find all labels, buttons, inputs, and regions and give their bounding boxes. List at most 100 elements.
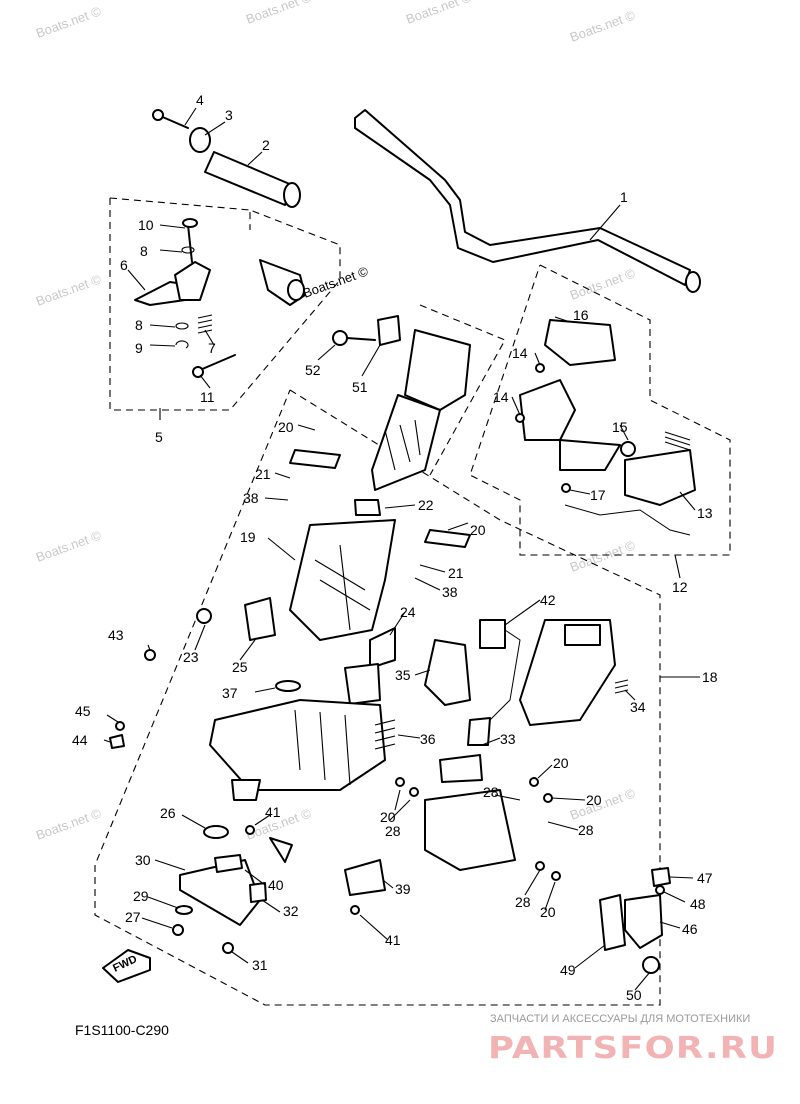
callout-28d: 28 [515,894,531,910]
handlebar-tube [354,109,691,286]
callout-23: 23 [183,649,199,665]
callout-42: 42 [540,592,556,608]
screw-41 [350,905,360,915]
screw-20 [529,777,539,787]
screw-20 [551,871,561,881]
pivot-bolt-head [182,218,198,228]
spring-36 [374,719,396,750]
spring [197,314,213,334]
nut-44 [109,734,125,749]
watermark: Boats.net © [244,0,314,27]
switch-assembly [515,319,696,536]
callout-12: 12 [672,579,688,595]
bolt-52 [332,330,348,346]
bracket-46 [624,894,663,949]
callout-6: 6 [120,257,128,273]
handlebar-end [685,271,701,293]
callout-45: 45 [75,703,91,719]
watermark-dark: Boats.net © [301,263,371,301]
screw-20 [395,777,405,787]
callout-15: 15 [612,419,628,435]
watermark: Boats.net © [34,527,104,565]
callout-52: 52 [305,362,321,378]
clamp-51 [377,315,401,346]
column-body [289,519,396,641]
column-shaft [371,394,441,491]
screw-17 [561,483,571,493]
callout-5: 5 [155,429,163,445]
plate-49 [599,894,626,951]
watermark: Boats.net © [34,271,104,309]
fwd-arrow [102,949,151,983]
callout-11: 11 [200,389,215,405]
callout-47: 47 [697,870,713,886]
cap-40 [214,854,243,873]
callout-4: 4 [196,92,204,108]
housing-end [287,279,305,301]
callout-38a: 38 [243,490,259,506]
nut-47 [651,867,671,887]
leader-lines [103,107,700,991]
callout-41b: 41 [385,932,401,948]
watermark: Boats.net © [34,3,104,41]
switch-cap [544,319,616,366]
bushing-26 [203,825,229,839]
callout-14: 14 [512,345,528,361]
callout-51: 51 [352,379,368,395]
callout-1: 1 [620,189,628,205]
boundary-18 [94,389,661,1006]
column-bracket [404,329,471,411]
screw-20 [543,793,553,803]
clip-39 [344,859,386,896]
callout-44: 44 [72,732,88,748]
washer [181,246,195,254]
washer-28 [535,861,545,871]
callout-28a: 28 [483,784,499,800]
block-22 [354,499,381,516]
callout-17: 17 [590,487,606,503]
lever-35 [424,639,471,706]
watermark: Boats.net © [34,805,104,843]
callout-24: 24 [400,604,416,620]
callout-31: 31 [252,957,268,973]
callout-21a: 21 [255,466,271,482]
bracket-25 [244,597,276,641]
callout-9: 9 [135,340,143,356]
pivot-bolt [187,224,193,263]
lower-parts [102,449,671,983]
callout-37: 37 [222,685,238,701]
tab [269,837,293,863]
throttle-lever-group [134,218,306,378]
bolt-23 [196,608,212,624]
bolt-31 [222,942,234,954]
bolt-15 [620,441,636,457]
housing-stub [231,779,261,801]
callout-20a: 20 [278,419,294,435]
cover-18-window [564,624,601,646]
spring-15 [664,431,691,451]
boundary-5-top [109,197,251,211]
screw-14 [515,413,525,423]
callout-20b: 20 [470,522,486,538]
footer-tagline: ЗАПЧАСТИ И АКСЕССУАРЫ ДЛЯ МОТОТЕХНИКИ [490,1013,750,1025]
housing-ribs [294,709,351,786]
screw-head [192,366,204,378]
pin-24 [369,627,396,669]
switch-body [519,379,576,441]
callout-22: 22 [418,497,434,513]
cover-18 [519,619,616,726]
washer-48 [655,885,665,895]
screw-14 [535,363,545,373]
callout-25: 25 [232,659,248,675]
column-ribs [384,419,421,471]
part-handlebar [354,109,701,293]
callout-33: 33 [500,731,516,747]
watermark: Boats.net © [568,785,638,823]
callout-21b: 21 [448,565,464,581]
grip [204,151,293,206]
diagram-code: F1S1100-C290 [75,1022,169,1038]
collar [344,663,381,705]
callout-35: 35 [395,667,411,683]
